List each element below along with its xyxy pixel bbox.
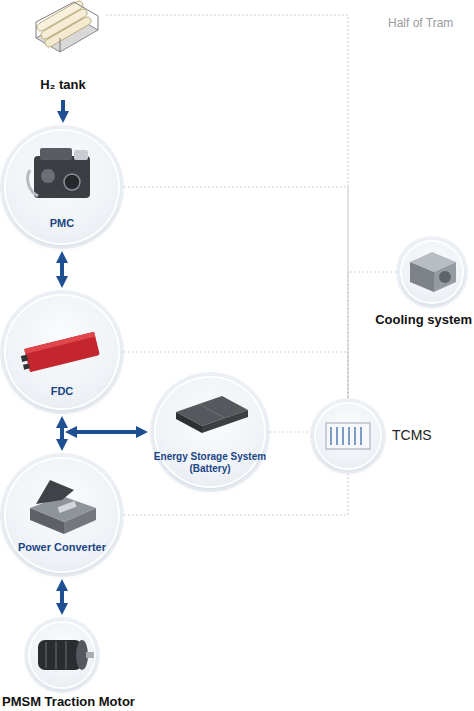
rack-frame — [36, 2, 98, 38]
tcms-slot — [354, 427, 356, 445]
module-body — [34, 156, 90, 198]
tcms-slot — [330, 427, 332, 445]
circle-ring — [6, 459, 118, 571]
node-label: TCMS — [392, 427, 462, 444]
flow-arrow — [60, 428, 64, 439]
fdc-body — [24, 332, 100, 373]
tcms-rack — [326, 423, 370, 449]
tcms-slot — [336, 427, 338, 445]
battery-illustration — [176, 396, 248, 433]
signal-line — [106, 15, 348, 398]
component-circle: PMC — [0, 125, 124, 249]
battery-side — [176, 412, 202, 433]
circle-ring — [402, 242, 462, 302]
pmc-illustration — [28, 148, 90, 198]
module-part — [41, 169, 55, 183]
battery-seam — [199, 404, 225, 418]
fdc-connector — [23, 363, 30, 369]
signal-line — [270, 431, 310, 432]
signal-line — [124, 187, 348, 398]
motor-rib — [45, 642, 47, 668]
battery-top — [176, 396, 248, 426]
component-circle: Cooling system — [396, 236, 468, 308]
converter-side — [30, 508, 64, 534]
node-label: PMSM Traction Motor — [2, 694, 162, 710]
circle-ring — [30, 623, 94, 687]
node-label: Power Converter — [0, 541, 124, 554]
tcms-illustration — [326, 423, 370, 449]
converter-side — [64, 508, 96, 534]
converter-top — [30, 496, 96, 522]
cooling-illustration — [410, 252, 456, 292]
node-label: Energy Storage System (Battery) — [148, 451, 272, 475]
h2-tank-illustration — [35, 0, 98, 52]
node-label: H₂ tank — [20, 77, 106, 93]
battery-side — [202, 410, 248, 433]
flow-arrow — [61, 100, 65, 111]
node-label: PMC — [0, 217, 124, 230]
motor-end — [76, 640, 88, 670]
cooler-fan — [439, 271, 451, 283]
component-node: H₂ tank — [20, 5, 106, 97]
motor-illustration — [38, 640, 94, 670]
module-pipe — [28, 170, 38, 196]
motor-shaft — [86, 652, 94, 658]
circle-ring — [316, 404, 380, 468]
component-circle: FDC — [0, 290, 124, 414]
motor-body — [38, 640, 82, 670]
tank-cylinder — [43, 16, 92, 49]
cooler-side — [410, 262, 434, 292]
node-label: FDC — [0, 385, 124, 398]
module-part — [74, 150, 88, 160]
signal-line — [124, 352, 348, 398]
flow-arrow — [77, 430, 136, 434]
component-circle: PMSM Traction Motor — [24, 617, 100, 693]
tcms-slot — [342, 427, 344, 445]
tank-cylinder — [35, 0, 84, 32]
converter-part — [58, 501, 77, 513]
motor-rib — [65, 641, 67, 669]
signal-line — [124, 474, 348, 515]
tank-cylinder — [39, 8, 88, 41]
motor-rib — [55, 641, 57, 669]
cooler-top — [410, 252, 456, 272]
component-circle: TCMS — [310, 398, 386, 474]
module-top — [40, 148, 72, 160]
converter-lid — [36, 480, 74, 504]
node-label: Cooling system — [366, 312, 472, 328]
component-circle: Energy Storage System (Battery) — [150, 372, 270, 492]
fdc-edge — [24, 332, 95, 354]
flow-arrow — [60, 591, 64, 603]
signal-line — [348, 272, 396, 398]
cooler-side — [434, 262, 456, 292]
tcms-slot — [348, 427, 350, 445]
converter-illustration — [30, 480, 96, 534]
component-circle: Power Converter — [0, 453, 124, 577]
note-label: Half of Tram — [388, 16, 472, 30]
fdc-illustration — [19, 332, 100, 374]
fdc-connector — [21, 355, 28, 362]
tcms-slot — [360, 427, 362, 445]
rack-frame — [60, 38, 61, 52]
flow-arrow — [60, 263, 64, 276]
rack-base — [36, 16, 98, 52]
module-part — [64, 174, 80, 190]
